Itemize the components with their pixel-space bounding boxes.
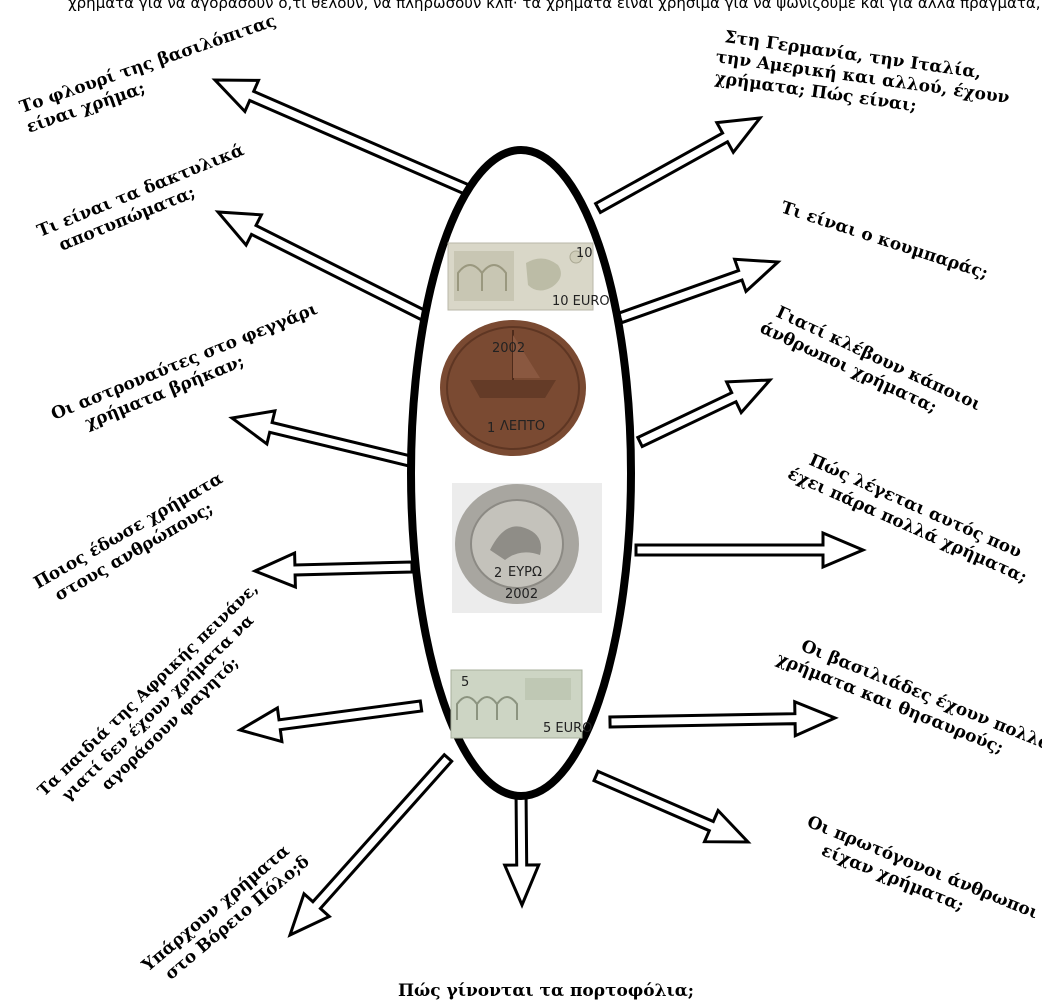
q-kings: Οι βασιλιάδες έχουν πολλά χρήματα και θη… <box>774 629 1042 776</box>
banknote-5-euro-image: 5 5 EURO <box>451 670 592 738</box>
q-wallets: Πώς γίνονται τα πορτοφόλια; <box>398 981 694 1001</box>
arrow-germany <box>596 118 760 212</box>
q-steal: Γιατί κλέβουν κάποιοι άνθρωποι χρήματα; <box>757 299 990 436</box>
banknote-10-euro-image: 10 10 EURO <box>448 243 610 310</box>
arrow-fingerprints <box>218 212 427 321</box>
arrow-who-gave <box>255 553 412 587</box>
q-primitive: Οι πρωτόγονοι άνθρωποι είχαν χρήματα; <box>796 812 1042 945</box>
q-germany: Στη Γερμανία, την Ιταλία, την Αμερική κα… <box>712 26 1020 129</box>
note10-value: 10 <box>576 246 593 261</box>
arrow-astronauts <box>232 411 415 467</box>
q-north-pole: Υπάρχουν χρήματα στο Βόρειο Πόλο;δ <box>138 836 314 993</box>
coin2-value: 2 <box>494 566 502 581</box>
arrow-steal <box>638 380 770 447</box>
coin2-label: ΕΥΡΩ <box>508 565 542 580</box>
coin2-year: 2002 <box>505 587 538 602</box>
arrow-north-pole <box>290 755 452 935</box>
arrow-rich <box>636 533 863 567</box>
arrow-kings <box>610 702 835 736</box>
q-astronauts: Οι αστροναύτες στο φεγγάρι χρήματα βρήκα… <box>48 297 333 444</box>
note5-label: 5 EURO <box>543 721 592 736</box>
arrow-primitive <box>594 771 748 842</box>
top-cut-text: χρήματα για να αγοράσουν ό,τι θέλουν, να… <box>68 0 1042 12</box>
arrow-piggybank <box>618 259 778 322</box>
coin-2-euro-image: 2 ΕΥΡΩ 2002 <box>452 483 602 613</box>
q-vasilopita: Το φλουρί της βασιλόπιτας είναι χρήμα; <box>17 9 291 138</box>
coin-1-cent-image: 2002 1 ΛΕΠΤΟ <box>440 320 586 456</box>
q-fingerprints: Τι είναι τα δακτυλικά αποτυπώματα; <box>34 138 260 261</box>
q-africa: Τα παιδιά της Αφρικής πεινάνε, γιατί δεν… <box>34 575 294 829</box>
coin1-label: ΛΕΠΤΟ <box>500 419 545 434</box>
coin1-value: 1 <box>487 421 495 436</box>
arrow-wallets <box>505 790 539 905</box>
note10-label: 10 EURO <box>552 294 610 309</box>
q-piggybank: Τι είναι ο κουμπαράς; <box>778 198 990 284</box>
arrow-africa <box>240 701 422 742</box>
arrow-vasilopita <box>215 80 470 195</box>
note5-value: 5 <box>461 675 469 690</box>
coin1-year: 2002 <box>492 341 525 356</box>
q-who-gave: Ποιος έδωσε χρήματα στους ανθρώπους; <box>31 466 243 612</box>
